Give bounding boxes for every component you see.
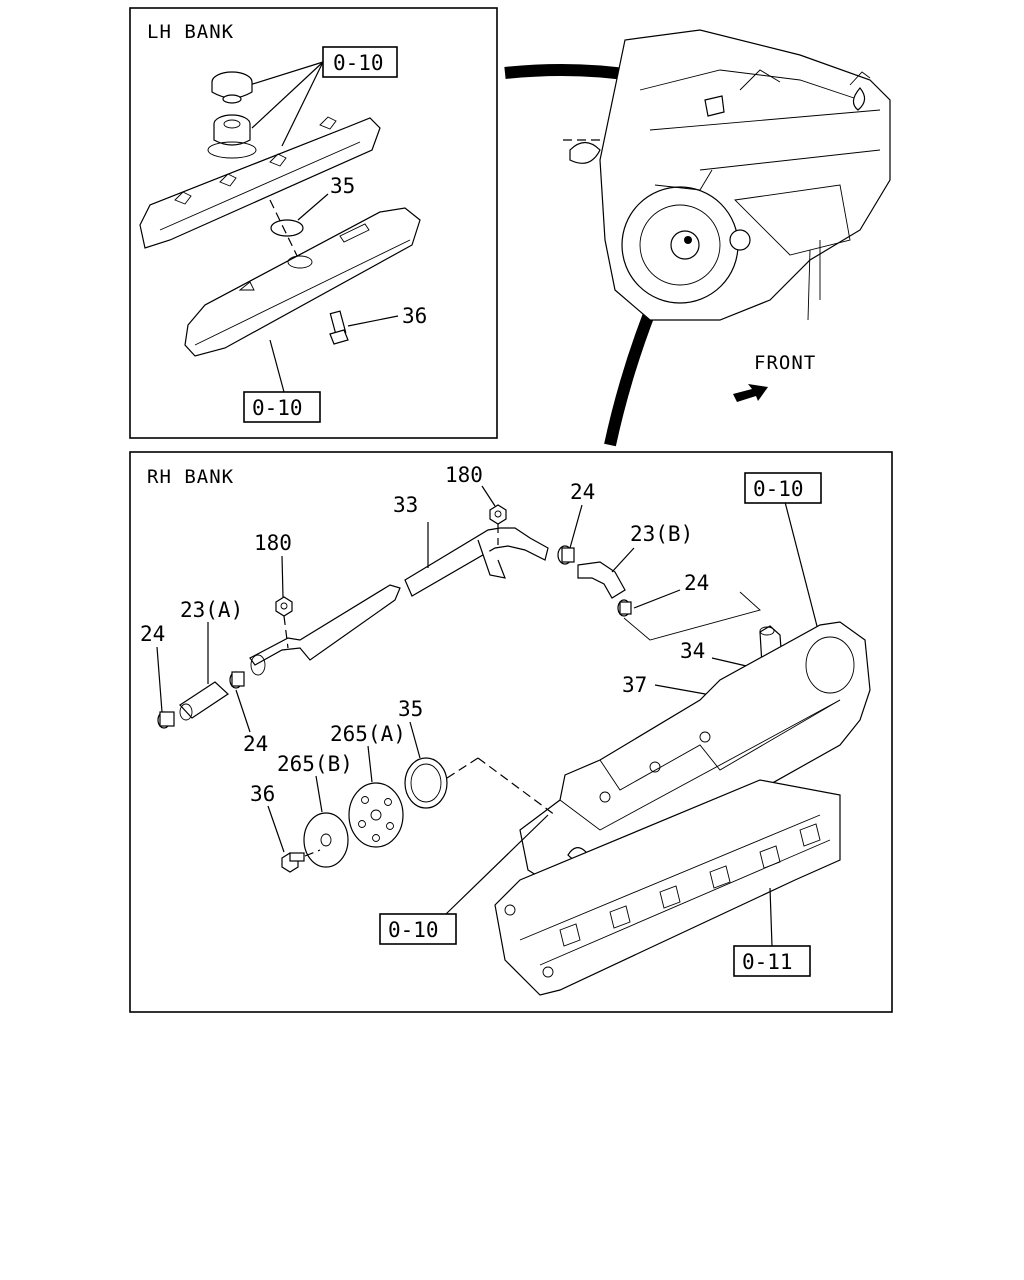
rh-bank-panel: RH BANK 33 180 180 2 [129,451,893,1013]
clamp-24-lower [229,671,245,689]
lh-ref-box-top[interactable]: 0-10 [322,46,398,78]
rh-callout-34[interactable]: 34 [680,639,705,663]
front-arrow-icon [733,384,768,402]
rh-rocker-cover [519,621,871,891]
lh-bank-panel: LH BANK 0-10 [129,7,498,439]
rh-callout-37[interactable]: 37 [622,673,647,697]
rh-callout-33[interactable]: 33 [393,493,418,517]
rh-panel-title: RH BANK [147,466,234,488]
rh-ref-bottom-label: 0-10 [388,918,439,942]
lh-callout-36[interactable]: 36 [402,304,427,328]
lh-lower-rocker-cover [184,207,421,357]
rh-callout-24-lower[interactable]: 24 [243,732,268,756]
rh-callout-265b[interactable]: 265(B) [277,752,353,776]
rh-oring-35 [404,757,448,809]
front-direction-label: FRONT [754,352,816,374]
rh-callout-24-left[interactable]: 24 [140,622,165,646]
lh-oring-35 [270,219,304,237]
rh-callout-35[interactable]: 35 [398,697,423,721]
nut-180-top [489,504,507,525]
rh-callout-23b[interactable]: 23(B) [630,522,693,546]
rh-callout-23a[interactable]: 23(A) [180,598,243,622]
lh-ref-bottom-label: 0-10 [252,396,303,420]
rh-ref-top-label: 0-10 [753,477,804,501]
rh-ref-box-head[interactable]: 0-11 [733,945,811,977]
rh-ref-head-label: 0-11 [742,950,793,974]
engine-overview: FRONT [504,29,891,447]
rh-callout-180-left[interactable]: 180 [254,531,292,555]
lh-callout-35[interactable]: 35 [330,174,355,198]
lh-ref-top-label: 0-10 [333,51,384,75]
lh-bolt-36 [329,310,349,345]
lh-upper-rocker-cover [139,116,381,249]
plate-265b [303,812,349,868]
lh-panel-title: LH BANK [147,21,234,43]
rh-callout-24-right[interactable]: 24 [684,571,709,595]
lh-ref-box-bottom[interactable]: 0-10 [243,391,321,423]
plate-265a [348,782,404,848]
clamp-24-left [157,711,175,729]
rh-callout-265a[interactable]: 265(A) [330,722,406,746]
rh-bolt-36 [281,852,305,873]
rh-ref-box-top[interactable]: 0-10 [744,472,822,504]
clamp-24-right [617,599,632,617]
oil-filler-cap [211,71,253,104]
rh-callout-36[interactable]: 36 [250,782,275,806]
rh-callout-24-top[interactable]: 24 [570,480,595,504]
oil-filler-neck [207,114,257,159]
nut-180-left [275,596,293,617]
cylinder-head [494,779,841,996]
rh-callout-180-top[interactable]: 180 [445,463,483,487]
rh-ref-box-bottom[interactable]: 0-10 [379,913,457,945]
clamp-24-top [557,545,575,565]
